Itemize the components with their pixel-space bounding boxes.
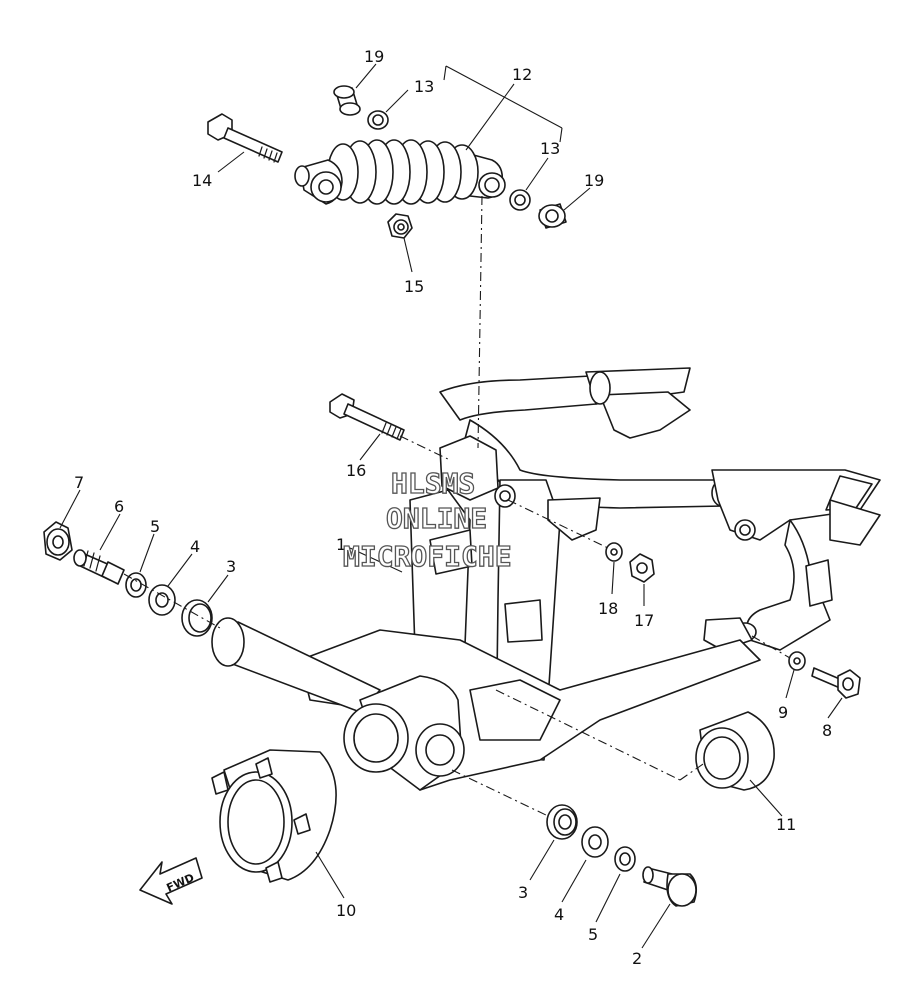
callout-3-right: 3 (518, 883, 528, 902)
watermark-line-2: ONLINE (386, 502, 487, 535)
washer-4-right[interactable] (581, 826, 609, 858)
callout-9: 9 (778, 703, 788, 722)
watermark: HLSMS ONLINE MICROFICHE (342, 466, 512, 573)
swingarm-frame (211, 367, 881, 791)
bushing-13-left[interactable] (367, 110, 389, 130)
collar-19-right[interactable] (538, 203, 567, 229)
collar-5-left[interactable] (125, 572, 147, 598)
bushing-13-right[interactable] (509, 189, 531, 211)
pivot-shaft-6[interactable] (73, 549, 125, 585)
callout-16: 16 (346, 461, 366, 480)
callout-labels: 19 13 12 13 19 14 15 16 7 6 5 4 3 1 18 1… (74, 47, 832, 968)
cap-11[interactable] (695, 711, 775, 791)
washer-9[interactable] (788, 651, 806, 671)
center-lines (123, 195, 791, 817)
forward-arrow-icon: FWD (139, 857, 203, 905)
collar-5-right[interactable] (614, 846, 636, 872)
callout-7: 7 (74, 473, 84, 492)
callout-11: 11 (776, 815, 796, 834)
callout-4-left: 4 (190, 537, 200, 556)
watermark-line-1: HLSMS (391, 467, 475, 500)
nut-15[interactable] (387, 213, 413, 239)
callout-13-left: 13 (414, 77, 434, 96)
bolt-8[interactable] (811, 667, 861, 699)
watermark-line-3: MICROFICHE (343, 540, 512, 573)
callout-4-right: 4 (554, 905, 564, 924)
callout-17: 17 (634, 611, 654, 630)
collar-19-left[interactable] (333, 85, 361, 116)
callout-10: 10 (336, 901, 356, 920)
pivot-bolt-2[interactable] (642, 866, 698, 907)
callout-2: 2 (632, 949, 642, 968)
nut-7[interactable] (43, 521, 73, 561)
washer-4-left[interactable] (148, 584, 176, 616)
callout-5-left: 5 (150, 517, 160, 536)
leader-lines (59, 63, 843, 949)
cover-10[interactable] (211, 749, 337, 883)
callout-19-right: 19 (584, 171, 604, 190)
callout-14: 14 (192, 171, 212, 190)
callout-18: 18 (598, 599, 618, 618)
callout-3-left: 3 (226, 557, 236, 576)
bolt-14[interactable] (207, 113, 283, 163)
callout-8: 8 (822, 721, 832, 740)
callout-12: 12 (512, 65, 532, 84)
callout-1: 1 (336, 535, 346, 554)
callout-6: 6 (114, 497, 124, 516)
callout-15: 15 (404, 277, 424, 296)
callout-5-right: 5 (588, 925, 598, 944)
callout-13-right: 13 (540, 139, 560, 158)
bolt-16[interactable] (329, 393, 405, 441)
bearing-3-left[interactable] (181, 599, 213, 637)
nut-17[interactable] (629, 553, 655, 583)
bearing-3-right[interactable] (546, 804, 578, 840)
rear-shock-absorber[interactable] (294, 139, 506, 205)
callout-19-top: 19 (364, 47, 384, 66)
washer-18[interactable] (605, 542, 623, 562)
